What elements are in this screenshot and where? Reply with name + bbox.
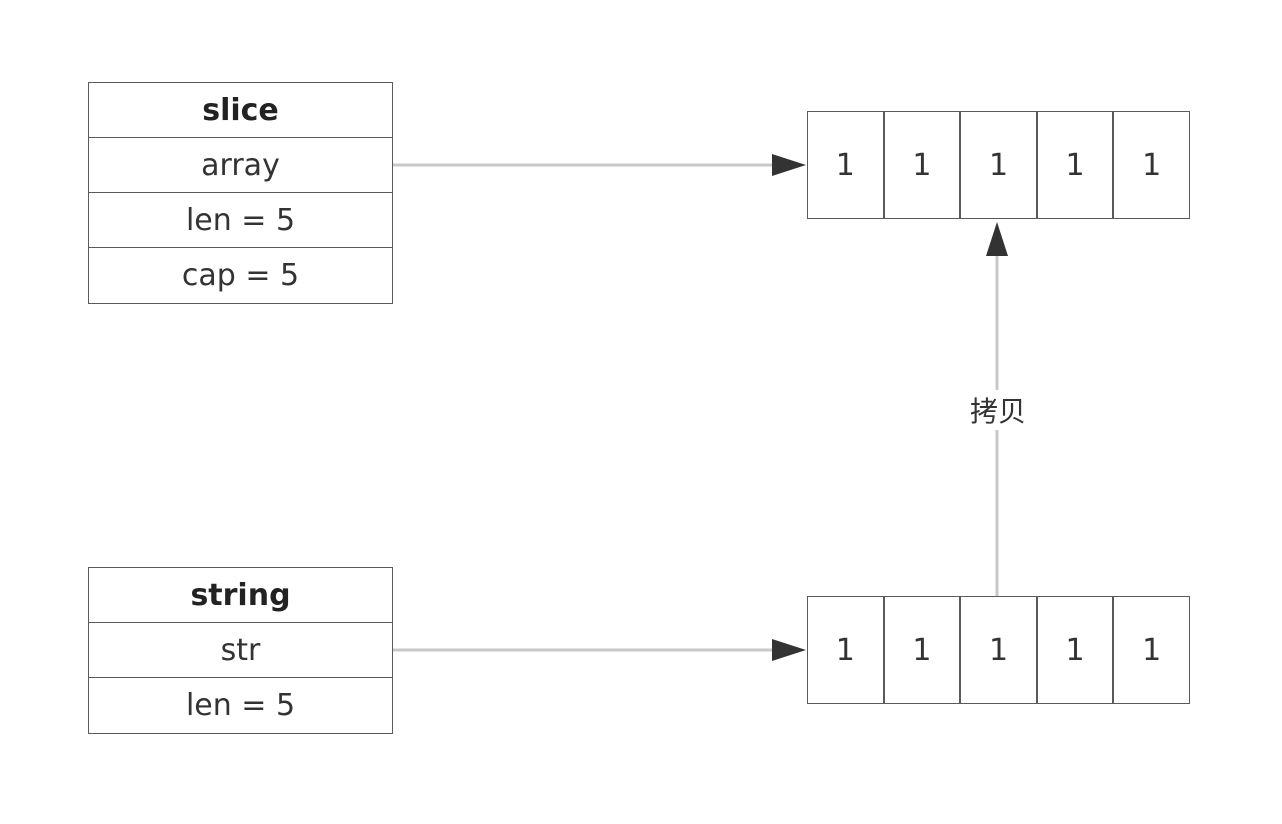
string-array-cell: 1 — [1142, 632, 1162, 668]
slice-array-cell: 1 — [1142, 147, 1162, 183]
string-array-cell: 1 — [885, 597, 962, 703]
string-backing-array: 1 1 1 1 1 — [807, 596, 1190, 704]
slice-field-array: array — [89, 138, 392, 193]
slice-array-cell: 1 — [1038, 112, 1115, 218]
slice-backing-array: 1 1 1 1 1 — [807, 111, 1190, 219]
slice-array-cell: 1 — [885, 112, 962, 218]
slice-array-cell: 1 — [961, 112, 1038, 218]
string-struct-box: string str len = 5 — [88, 567, 393, 734]
slice-field-cap: cap = 5 — [181, 258, 300, 293]
slice-array-pointer-arrow — [393, 154, 806, 176]
string-field-len: len = 5 — [185, 688, 296, 723]
string-array-cell: 1 — [808, 597, 885, 703]
string-field-str: str — [89, 623, 392, 678]
slice-field-len: len = 5 — [89, 193, 392, 248]
slice-struct-header: slice — [89, 83, 392, 138]
string-array-cell: 1 — [1038, 597, 1115, 703]
string-str-pointer-arrow — [393, 639, 806, 661]
copy-edge-label: 拷贝 — [948, 390, 1048, 430]
string-struct-header: string — [89, 568, 392, 623]
string-array-cell: 1 — [961, 597, 1038, 703]
slice-struct-box: slice array len = 5 cap = 5 — [88, 82, 393, 304]
slice-array-cell: 1 — [808, 112, 885, 218]
